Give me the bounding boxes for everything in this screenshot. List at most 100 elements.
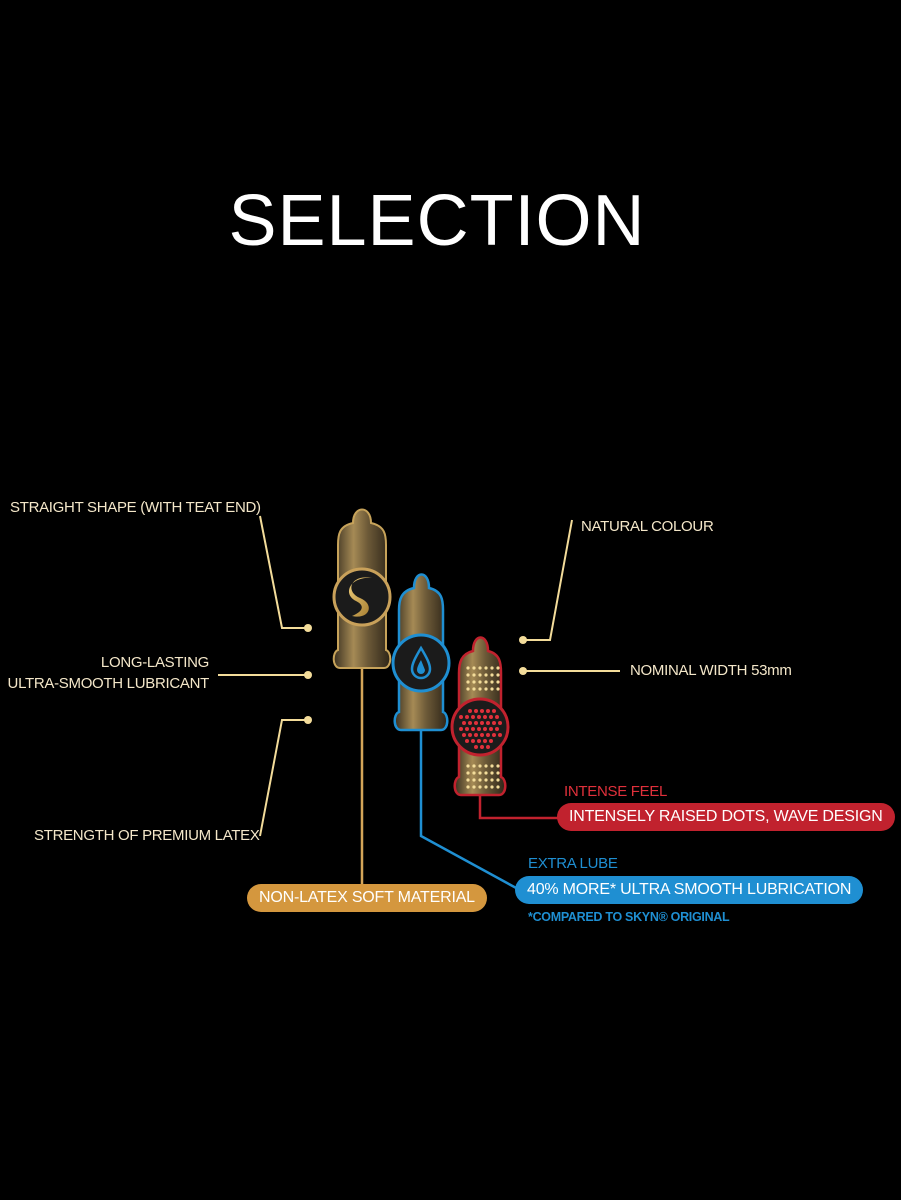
texture-dot [478, 764, 482, 768]
texture-dot [484, 778, 488, 782]
texture-dot [490, 687, 494, 691]
leader-colour [523, 519, 573, 641]
texture-dot [484, 666, 488, 670]
texture-dot [478, 778, 482, 782]
raised-dot [480, 709, 484, 713]
dot [519, 636, 527, 644]
texture-dot [466, 687, 470, 691]
texture-dot [496, 778, 500, 782]
texture-dot [478, 680, 482, 684]
texture-dot [490, 771, 494, 775]
texture-dot [466, 680, 470, 684]
texture-dot [466, 764, 470, 768]
raised-dot [486, 745, 490, 749]
texture-dot [472, 764, 476, 768]
raised-dot [492, 709, 496, 713]
texture-dot [484, 687, 488, 691]
raised-dot [486, 709, 490, 713]
raised-dot [468, 733, 472, 737]
texture-dot [496, 764, 500, 768]
texture-dot [490, 785, 494, 789]
texture-dot [496, 680, 500, 684]
raised-dot [471, 739, 475, 743]
raised-dot [480, 745, 484, 749]
raised-dot [489, 727, 493, 731]
dot [304, 624, 312, 632]
texture-dot [484, 785, 488, 789]
heading-intense-feel: INTENSE FEEL [564, 783, 668, 800]
texture-dot [490, 764, 494, 768]
texture-dot [478, 673, 482, 677]
feature-lubricant-line1: LONG-LASTING [100, 654, 209, 671]
texture-dot [472, 680, 476, 684]
raised-dot [486, 733, 490, 737]
raised-dot [483, 715, 487, 719]
texture-dot [478, 771, 482, 775]
raised-dot [498, 733, 502, 737]
raised-dot [486, 721, 490, 725]
raised-dot [474, 733, 478, 737]
raised-dot [492, 733, 496, 737]
texture-dot [484, 673, 488, 677]
texture-dot [496, 687, 500, 691]
dot [304, 671, 312, 679]
raised-dot [483, 727, 487, 731]
texture-dot [466, 673, 470, 677]
condom-extra-lube [391, 573, 451, 732]
raised-dot [480, 733, 484, 737]
texture-dot [478, 785, 482, 789]
s-logo-icon [332, 567, 392, 627]
texture-dot [490, 680, 494, 684]
dot [519, 667, 527, 675]
raised-dot [471, 727, 475, 731]
raised-dot [462, 721, 466, 725]
raised-dots-icon [450, 697, 510, 757]
raised-dot [477, 715, 481, 719]
texture-dot [496, 673, 500, 677]
leader-shape [259, 515, 308, 629]
raised-dot [465, 715, 469, 719]
texture-dot [496, 666, 500, 670]
condom-non-latex [332, 508, 392, 669]
raised-dot [498, 721, 502, 725]
leader-latex [259, 719, 308, 837]
raised-dot [489, 739, 493, 743]
texture-dot [472, 687, 476, 691]
leader-lines [218, 515, 620, 837]
raised-dot [477, 739, 481, 743]
raised-dot [495, 715, 499, 719]
texture-dot [466, 778, 470, 782]
condom-intense-feel [450, 636, 510, 797]
feature-latex: STRENGTH OF PREMIUM LATEX [34, 827, 260, 844]
texture-dot [472, 673, 476, 677]
texture-dot [484, 771, 488, 775]
badge-intense-feel: INTENSELY RAISED DOTS, WAVE DESIGN [557, 803, 895, 831]
feature-lubricant-line2: ULTRA-SMOOTH LUBRICANT [7, 675, 210, 692]
raised-dot [474, 709, 478, 713]
texture-dot [478, 666, 482, 670]
raised-dot [468, 709, 472, 713]
raised-dot [465, 739, 469, 743]
texture-dot [472, 785, 476, 789]
raised-dot [459, 715, 463, 719]
texture-dot [490, 666, 494, 670]
raised-dot [468, 721, 472, 725]
dot [304, 716, 312, 724]
badge-non-latex: NON-LATEX SOFT MATERIAL [247, 884, 487, 912]
raised-dot [477, 727, 481, 731]
raised-dot [495, 727, 499, 731]
footnote: *COMPARED TO SKYN® ORIGINAL [528, 910, 730, 924]
raised-dot [462, 733, 466, 737]
raised-dot [489, 715, 493, 719]
raised-dot [492, 721, 496, 725]
raised-dot [465, 727, 469, 731]
texture-dot [484, 764, 488, 768]
texture-dot [466, 771, 470, 775]
heading-extra-lube: EXTRA LUBE [528, 855, 618, 872]
raised-dot [480, 721, 484, 725]
feature-shape: STRAIGHT SHAPE (WITH TEAT END) [10, 499, 261, 516]
texture-dot [472, 771, 476, 775]
texture-dot [496, 771, 500, 775]
